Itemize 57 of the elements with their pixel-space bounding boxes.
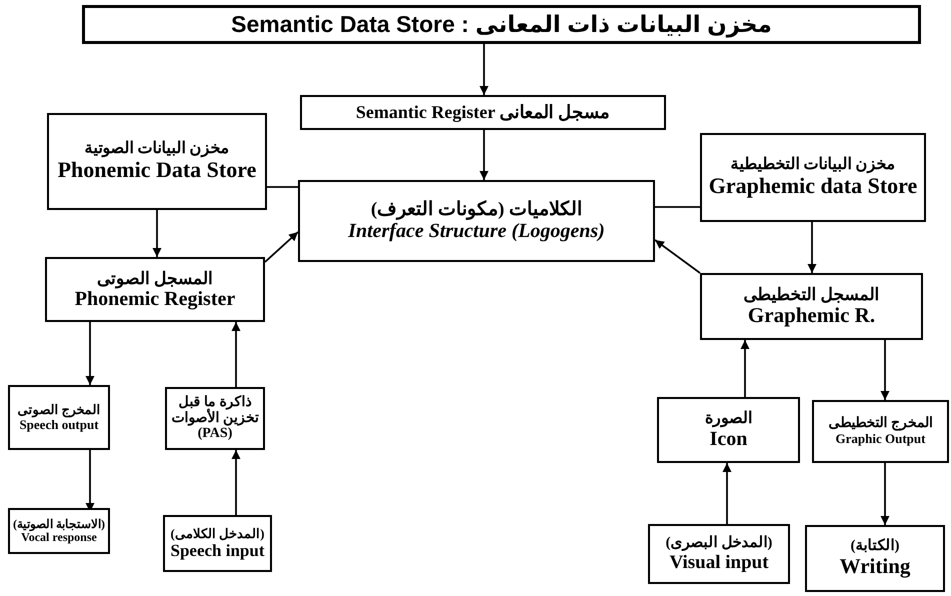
box-label: الصورة — [705, 410, 752, 428]
connector-line — [267, 186, 298, 188]
box-label: Phonemic Data Store — [58, 158, 256, 183]
box-label: Phonemic Register — [74, 288, 236, 310]
arrow — [152, 210, 162, 257]
process-box — [805, 525, 945, 592]
box-label: (المدخل الكلامى) — [170, 526, 264, 542]
process-box — [812, 400, 949, 463]
process-box — [47, 113, 267, 210]
arrow — [480, 130, 488, 180]
process-box — [82, 5, 921, 44]
box-label: المخرج التخطيطى — [828, 416, 933, 432]
process-box — [165, 387, 265, 450]
connector-line — [655, 206, 700, 208]
box-label: المسجل الصوتى — [96, 268, 214, 288]
process-box — [300, 95, 666, 130]
box-label: (الكتابة) — [850, 538, 900, 556]
box-label: Vocal response — [21, 531, 97, 544]
process-box — [700, 273, 923, 340]
process-box — [298, 180, 655, 262]
box-label: Writing — [840, 555, 910, 579]
arrow — [264, 231, 299, 263]
arrow — [86, 322, 94, 385]
process-box — [657, 397, 800, 463]
process-box — [648, 524, 790, 584]
arrow — [654, 239, 701, 274]
arrow — [880, 340, 890, 400]
arrow — [722, 463, 732, 524]
box-label: المخرج الصوتى — [17, 402, 101, 418]
arrow — [232, 450, 240, 515]
box-label: Visual input — [669, 552, 769, 574]
arrow — [808, 222, 816, 273]
process-box — [8, 508, 110, 554]
box-label: Speech input — [170, 541, 264, 560]
box-label: Graphemic data Store — [708, 174, 918, 199]
arrow — [740, 340, 750, 397]
box-label: Graphemic R. — [748, 304, 876, 328]
box-label: Semantic Register مسجل المعانى — [356, 102, 610, 123]
process-box — [700, 133, 926, 222]
process-box — [45, 257, 265, 322]
process-box — [8, 385, 110, 450]
box-label: مخزن البيانات الصوتية — [84, 140, 230, 158]
box-label: المسجل التخطيطى — [743, 285, 880, 304]
box-label: Interface Structure (Logogens) — [348, 220, 605, 243]
box-label: Graphic Output — [836, 432, 926, 447]
box-label: (الاستجابة الصوتية) — [13, 518, 105, 531]
arrow — [880, 463, 890, 525]
box-label: مخزن البيانات التخطيطية — [730, 156, 896, 174]
box-label: ذاكرة ما قبل تخزين الأصوات (PAS) — [170, 394, 260, 442]
process-box — [163, 515, 272, 572]
box-label: Icon — [710, 428, 748, 450]
box-label: الكلاميات (مكونات التعرف) — [370, 199, 582, 220]
arrow — [480, 44, 488, 95]
arrow — [232, 322, 240, 387]
box-label: Semantic Data Store : مخزن البيانات ذات المعانى — [231, 12, 772, 38]
box-label: Speech output — [19, 418, 99, 432]
box-label: (المدخل البصرى) — [666, 534, 772, 552]
